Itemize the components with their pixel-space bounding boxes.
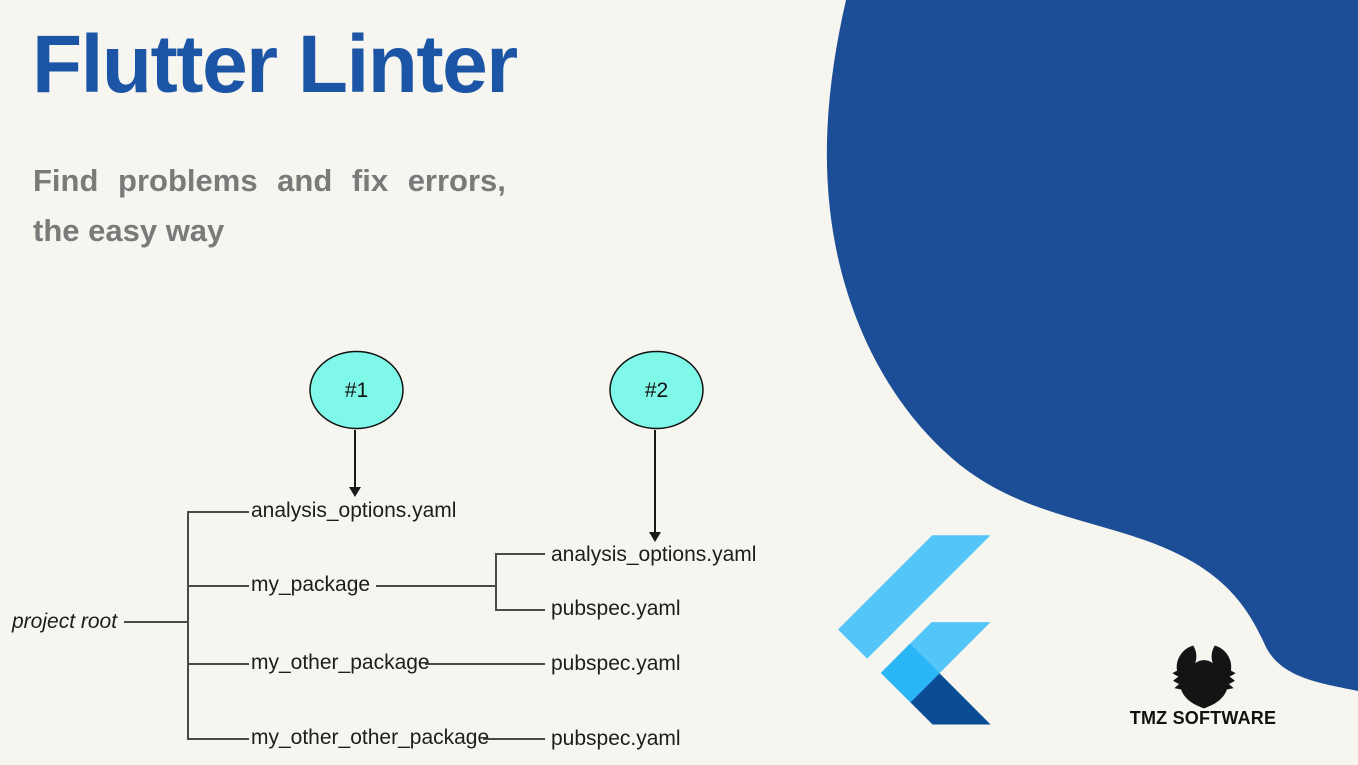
tree-trunk-line (187, 511, 189, 740)
pkg1-child1-line (495, 553, 545, 555)
callout-badge-2: #2 (609, 350, 704, 430)
pkg2-child1-line (425, 663, 545, 665)
branch-line-row3 (187, 663, 249, 665)
company-name: TMZ SOFTWARE (1129, 708, 1277, 728)
flutter-diamond (880, 643, 940, 703)
flutter-top-wing (838, 535, 991, 659)
tree-node-pubspec-pkg1: pubspec.yaml (551, 597, 681, 620)
tree-node-pubspec-pkg3: pubspec.yaml (551, 727, 681, 750)
pkg3-child1-line (483, 738, 545, 740)
root-connector-line (124, 621, 188, 623)
viking-helmet-path (1172, 645, 1236, 709)
subtitle-line-1: Find problems and fix errors, (33, 163, 506, 198)
flutter-bottom-wing (910, 673, 991, 725)
tree-node-analysis-options-root: analysis_options.yaml (251, 499, 457, 522)
tree-node-my-other-package: my_other_package (251, 651, 430, 674)
blob-path (826, 0, 1358, 691)
pkg1-child2-line (495, 609, 545, 611)
page-title: Flutter Linter (32, 19, 518, 110)
tree-node-pubspec-pkg2: pubspec.yaml (551, 652, 681, 675)
pkg1-bracket-line (495, 553, 497, 611)
tree-node-my-other-other-package: my_other_other_package (251, 726, 490, 749)
page-subtitle: Find problems and fix errors, the easy w… (33, 156, 506, 256)
subtitle-line-2: the easy way (33, 213, 225, 248)
tree-node-my-package: my_package (251, 573, 371, 596)
branch-line-row2 (187, 585, 249, 587)
pkg1-connector-line (376, 585, 497, 587)
branch-line-row1 (187, 511, 249, 513)
branch-line-row4 (187, 738, 249, 740)
badge-1-ellipse (309, 350, 404, 430)
callout-badge-1: #1 (309, 350, 404, 430)
tree-node-analysis-options-pkg1: analysis_options.yaml (551, 543, 757, 566)
arrow-2-shaft (654, 430, 656, 533)
tree-root-label: project root (12, 610, 118, 633)
arrow-2-head-icon (649, 532, 661, 542)
badge-2-ellipse (609, 350, 704, 430)
arrow-1-shaft (354, 430, 356, 488)
arrow-1-head-icon (349, 487, 361, 497)
viking-helmet-icon (1172, 645, 1236, 709)
badge-2-label: #2 (645, 379, 668, 402)
flutter-logo-icon (838, 535, 991, 725)
badge-1-label: #1 (345, 379, 368, 402)
